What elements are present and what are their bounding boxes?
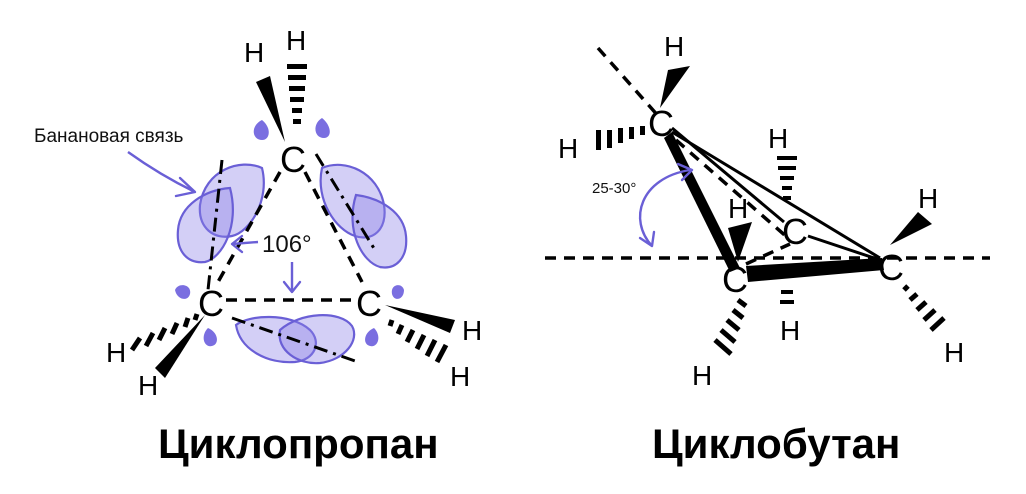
banana-bond-arrow <box>127 151 196 194</box>
cyclopropane: C C C H H H H H H Банановая связь 106° Ц… <box>34 25 482 467</box>
hydrogen: H <box>450 361 470 392</box>
carbon-4: C <box>878 247 904 288</box>
hydrogen: H <box>944 337 964 368</box>
ring-bonds <box>206 153 377 364</box>
hydrogen: H <box>918 183 938 214</box>
carbon-2: C <box>782 211 808 252</box>
hydrogen: H <box>664 31 684 62</box>
hydrogen: H <box>138 370 158 401</box>
orbital-right-bond <box>319 163 408 269</box>
pucker-angle-label: 25-30° <box>592 180 636 197</box>
cyclobutane-caption: Циклобутан <box>652 420 900 467</box>
carbon-top: C <box>280 139 306 180</box>
left-carbon-h-bonds <box>129 313 205 378</box>
cyclopropane-caption: Циклопропан <box>158 420 439 467</box>
lone-lobes <box>175 118 404 347</box>
carbon-1: C <box>648 103 674 144</box>
hydrogen: H <box>558 133 578 164</box>
hydrogen: H <box>768 123 788 154</box>
carbon-left: C <box>198 283 224 324</box>
hydrogen: H <box>780 315 800 346</box>
carbon-right: C <box>356 283 382 324</box>
hydrogen: H <box>692 360 712 391</box>
banana-bond-label: Банановая связь <box>34 126 184 147</box>
angle-label-106: 106° <box>262 231 312 258</box>
right-carbon-h-bonds <box>385 305 455 364</box>
extension-line <box>596 46 662 120</box>
hydrogen: H <box>106 337 126 368</box>
c2-h-bonds <box>777 156 797 304</box>
c4-h-bonds <box>890 212 946 332</box>
orbital-bottom-bond <box>234 314 356 365</box>
c1-h-bonds <box>596 66 690 150</box>
hydrogen: H <box>286 25 306 56</box>
angle-arrow-left <box>231 240 259 246</box>
top-carbon-h-bonds <box>256 64 307 142</box>
cyclobutane: C C C C H H H H H H H H 25-30° Циклобута… <box>545 31 990 467</box>
carbon-3: C <box>722 259 748 300</box>
hydrogen: H <box>462 315 482 346</box>
pucker-angle-arc <box>638 168 691 247</box>
hydrogen: H <box>244 37 264 68</box>
c3-h-bonds <box>713 222 752 356</box>
hydrogen: H <box>728 193 748 224</box>
orbital-left-bond <box>176 163 265 264</box>
